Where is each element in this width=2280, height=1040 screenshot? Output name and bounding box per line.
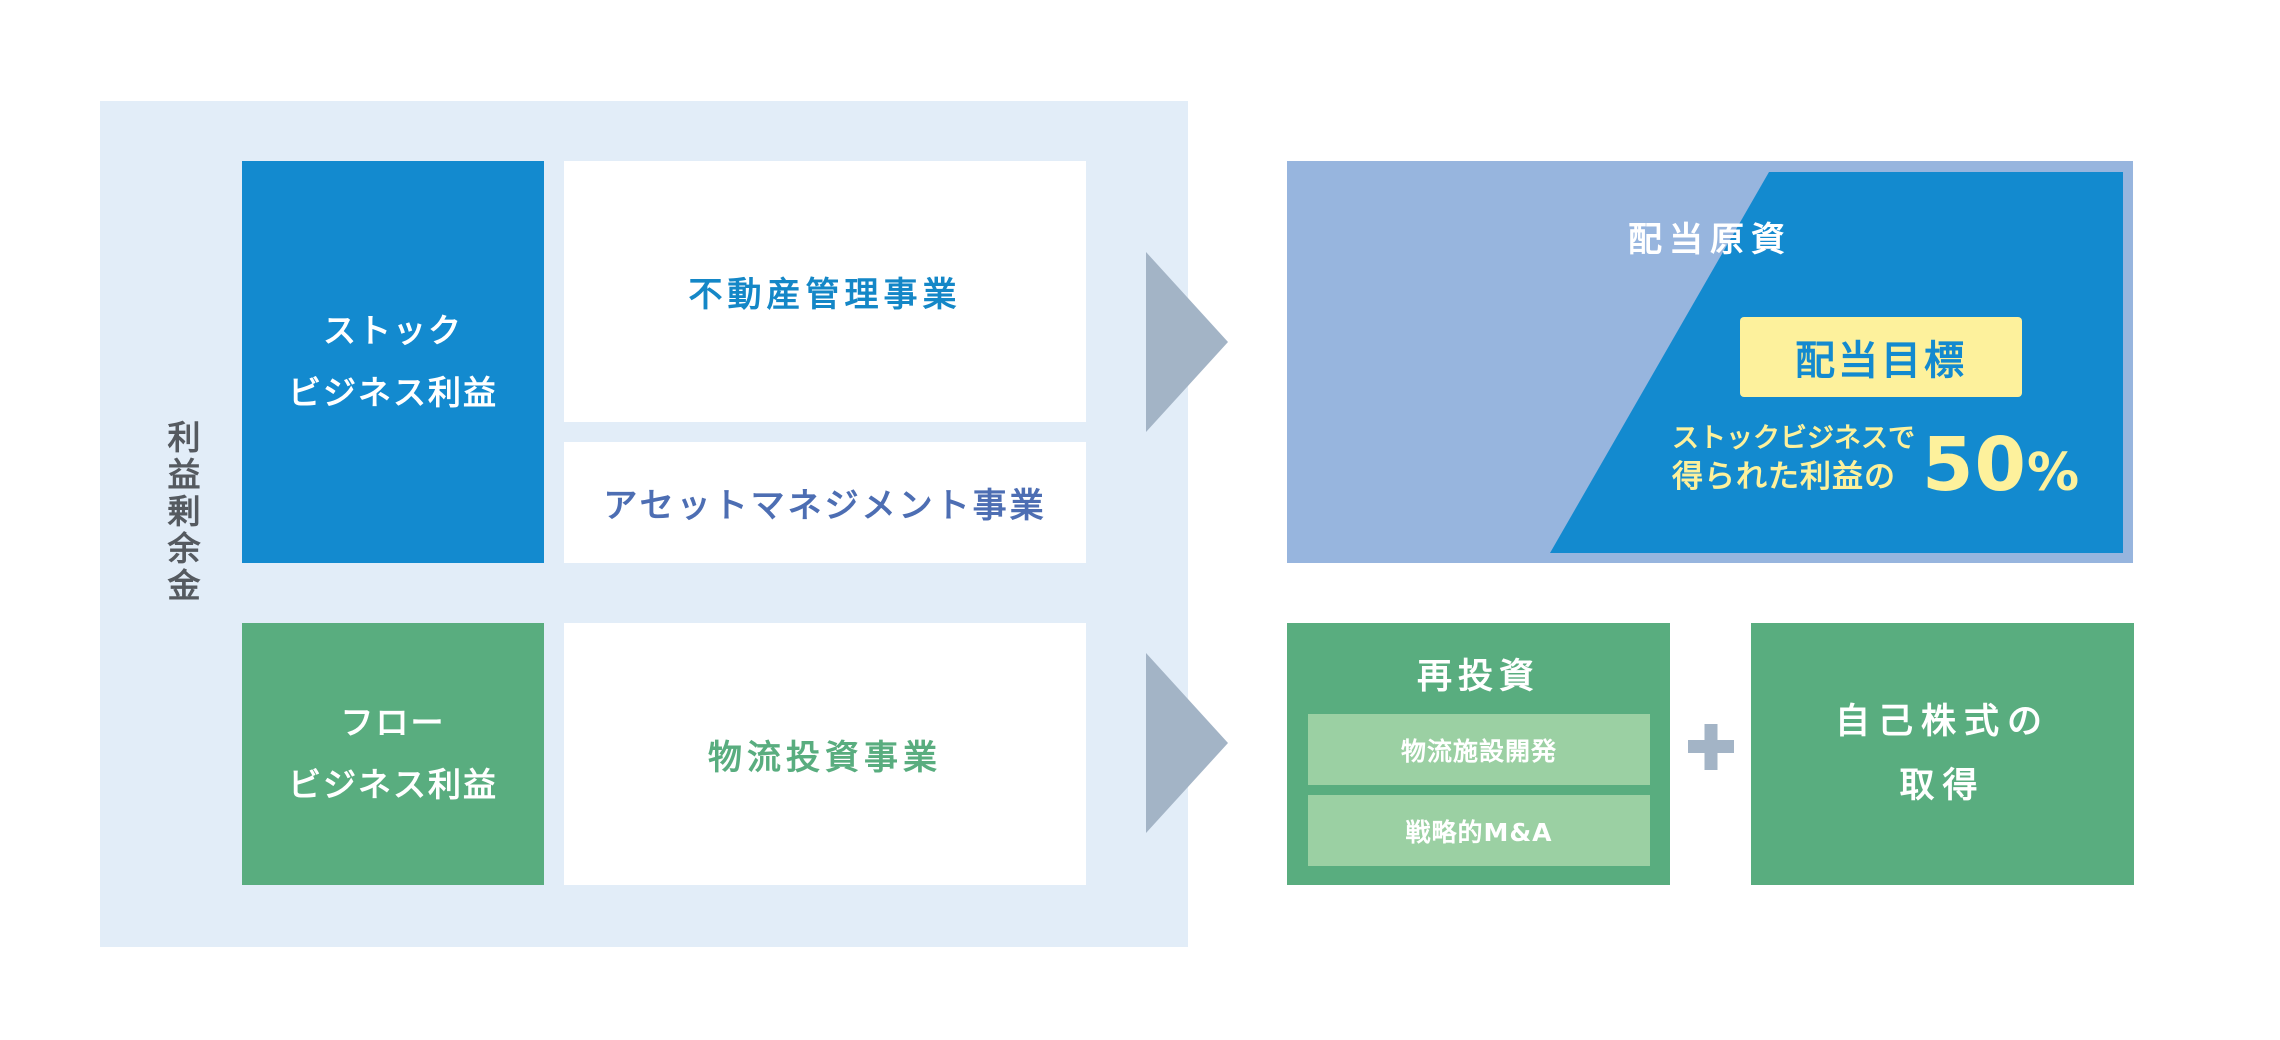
flow-profit-line2: ビジネス利益 — [288, 765, 498, 804]
chevron-right-icon — [1146, 252, 1228, 432]
stock-profit-line1: ストック — [323, 311, 463, 350]
plus-icon — [1688, 724, 1734, 770]
dividend-desc-line2: 得られた利益の — [1672, 459, 1896, 495]
dividend-desc-line1: ストックビジネスで — [1672, 423, 1915, 454]
percent-sign: % — [2026, 443, 2081, 503]
logistics-facility-development-item: 物流施設開発 — [1308, 714, 1650, 785]
stock-profit-line2: ビジネス利益 — [288, 373, 498, 412]
logistics-investment-box: 物流投資事業 — [564, 623, 1086, 885]
flow-profit-line1: フロー — [340, 703, 446, 742]
dividend-percentage: 50% — [1922, 420, 2082, 518]
percent-value: 50 — [1922, 422, 2027, 508]
stock-business-profit-box: ストック ビジネス利益 — [242, 161, 544, 563]
asset-management-box: アセットマネジメント事業 — [564, 442, 1086, 563]
dividend-target-description: ストックビジネスで 得られた利益の — [1672, 420, 1922, 496]
retained-earnings-label: 利益剰余金 — [162, 420, 201, 605]
buyback-line1: 自己株式の — [1834, 702, 2050, 742]
share-buyback-panel: 自己株式の 取得 — [1751, 623, 2134, 885]
real-estate-management-box: 不動産管理事業 — [564, 161, 1086, 422]
reinvestment-title: 再投資 — [1416, 657, 1540, 697]
buyback-line2: 取得 — [1899, 766, 1986, 806]
flow-business-profit-box: フロー ビジネス利益 — [242, 623, 544, 885]
dividend-source-title: 配当原資 — [1628, 220, 1792, 260]
chevron-right-icon — [1146, 653, 1228, 833]
strategic-ma-item: 戦略的M&A — [1308, 795, 1650, 866]
dividend-target-badge: 配当目標 — [1740, 317, 2022, 397]
